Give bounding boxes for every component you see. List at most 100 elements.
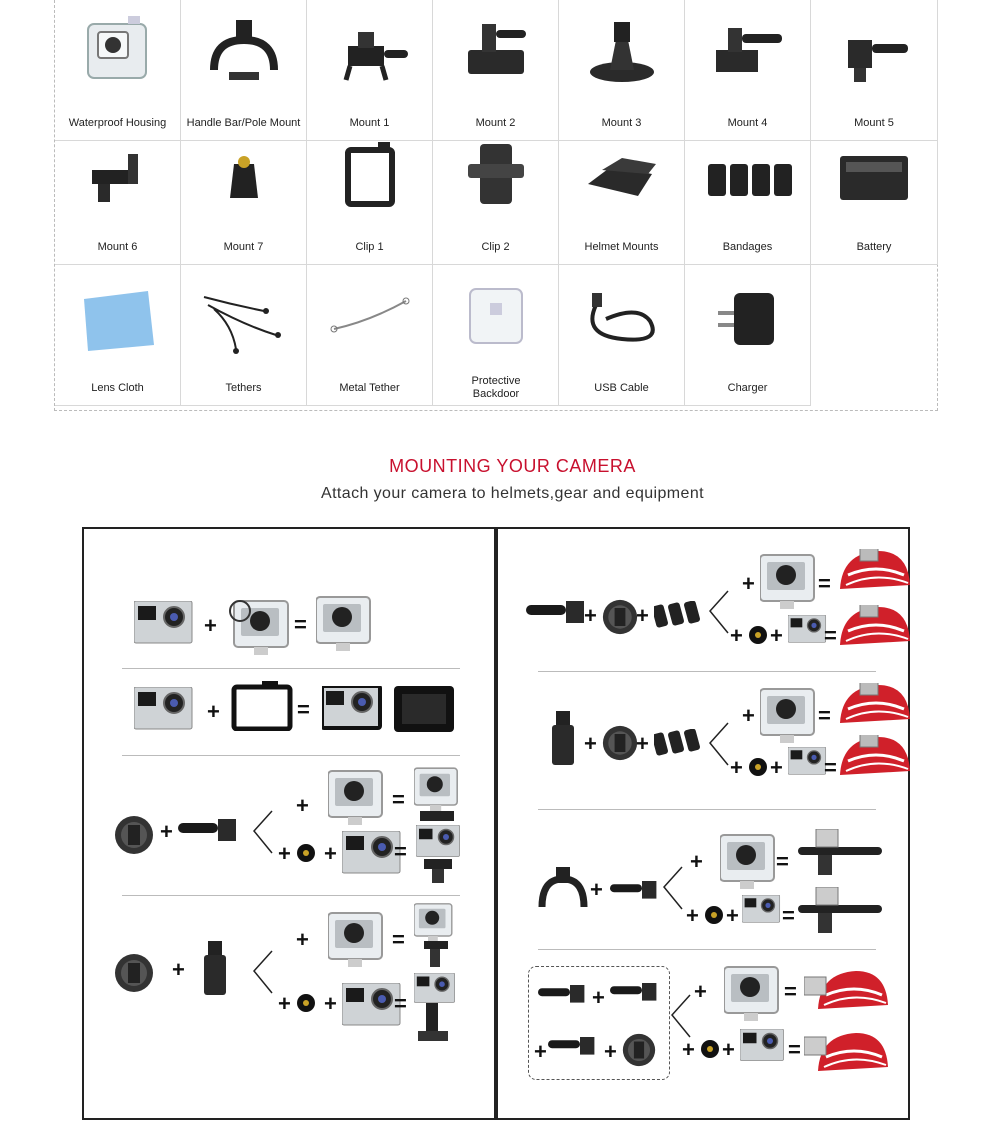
lens-cloth-icon <box>84 291 154 351</box>
clip-2-icon <box>468 144 524 204</box>
mount-2-icon <box>468 24 526 74</box>
equals-sign: = <box>776 849 789 874</box>
frame-back-icon <box>394 686 454 732</box>
accessory-usb-cable: USB Cable <box>559 265 685 406</box>
charger-icon <box>718 293 774 345</box>
mounted-housing-icon <box>414 903 453 967</box>
plus-sign: + <box>584 603 597 628</box>
plus-sign: + <box>604 1039 617 1064</box>
accessory-metal-tether: Metal Tether <box>307 265 433 406</box>
plus-sign: + <box>296 927 309 952</box>
accessory-clip-1: Clip 1 <box>307 124 433 265</box>
mounted-camera-icon <box>416 825 461 883</box>
accessory-lens-cloth: Lens Cloth <box>55 265 181 406</box>
pole-with-camera-icon <box>798 887 882 933</box>
adapter-nut-icon <box>749 758 767 776</box>
helmet-with-camera-icon <box>838 683 912 725</box>
equals-sign: = <box>824 623 837 648</box>
metal-tether-icon <box>330 297 410 333</box>
equals-sign: = <box>394 991 407 1016</box>
plus-sign: + <box>592 985 605 1010</box>
helmet-with-camera-icon <box>838 605 912 647</box>
adapter-nut-icon <box>701 1040 719 1058</box>
plus-sign: + <box>770 755 783 780</box>
divider <box>538 809 876 810</box>
plus-sign: + <box>770 623 783 648</box>
helmet-with-camera-icon <box>838 735 912 777</box>
accessory-label: Tethers <box>225 382 262 394</box>
accessory-label: Mount 2 <box>475 117 516 129</box>
accessory-label: Mount 3 <box>601 117 642 129</box>
plus-sign: + <box>694 979 707 1004</box>
camera-in-housing-icon <box>724 966 779 1022</box>
battery-icon <box>840 156 908 200</box>
divider <box>538 949 876 950</box>
bandages-icon <box>708 164 792 196</box>
mounting-diagram: + = + = + + = + + = <box>82 527 912 1120</box>
divider <box>538 671 876 672</box>
mount-combo-group <box>528 966 670 1080</box>
helmet-with-camera-icon <box>838 549 912 591</box>
helmet-with-camera-icon <box>804 1031 890 1073</box>
vertical-mount-icon <box>204 941 226 995</box>
accessory-mount-4: Mount 4 <box>685 0 811 141</box>
accessory-label: Mount 5 <box>854 117 894 129</box>
plus-sign: + <box>278 991 291 1016</box>
camera-in-housing-icon <box>328 770 383 826</box>
baseplate-icon <box>115 954 153 992</box>
camera-in-housing-icon <box>316 596 371 652</box>
equals-sign: = <box>818 571 831 596</box>
equals-sign: = <box>782 903 795 928</box>
adapter-nut-icon <box>705 906 723 924</box>
helmet-buckle-mount-icon <box>548 1037 595 1055</box>
accessory-label: Metal Tether <box>339 382 400 394</box>
accessory-label: Mount 4 <box>727 117 768 129</box>
accessory-label: Bandages <box>722 241 773 253</box>
bandages-icon <box>654 729 701 757</box>
camera-in-housing-icon <box>328 912 383 968</box>
plus-sign: + <box>690 849 703 874</box>
mounted-housing-icon <box>414 767 459 821</box>
accessory-battery: Battery <box>811 124 938 265</box>
accessory-mount-1: Mount 1 <box>307 0 433 141</box>
accessory-label: Helmet Mounts <box>584 241 659 253</box>
waterproof-housing-icon <box>229 600 289 655</box>
branch-bracket-icon <box>253 810 273 854</box>
camera-in-housing-icon <box>760 688 815 744</box>
accessory-mount-2: Mount 2 <box>433 0 559 141</box>
plus-sign: + <box>636 731 649 756</box>
adapter-nut-icon <box>297 844 315 862</box>
accessory-label: Charger <box>727 382 768 394</box>
accessory-helmet-mounts: Helmet Mounts <box>559 124 685 265</box>
branch-bracket-icon <box>709 722 729 766</box>
thumbscrew-mount-icon <box>538 985 585 1003</box>
branch-bracket-icon <box>253 950 273 994</box>
plus-sign: + <box>324 841 337 866</box>
waterproof-housing-icon <box>87 16 147 79</box>
pole-with-camera-icon <box>798 829 882 875</box>
plus-sign: + <box>172 957 185 982</box>
plus-sign: + <box>722 1037 735 1062</box>
plus-sign: + <box>726 903 739 928</box>
divider <box>122 755 460 756</box>
plus-sign: + <box>278 841 291 866</box>
plus-sign: + <box>636 603 649 628</box>
accessory-label: Lens Cloth <box>91 382 144 394</box>
accessory-mount-3: Mount 3 <box>559 0 685 141</box>
helmet-mounts-icon <box>588 158 656 196</box>
equals-sign: = <box>294 612 307 637</box>
plus-sign: + <box>730 623 743 648</box>
mount-4-icon <box>716 28 782 72</box>
equals-sign: = <box>824 755 837 780</box>
section-subtitle: Attach your camera to helmets,gear and e… <box>321 485 704 502</box>
equals-sign: = <box>818 703 831 728</box>
accessory-bandages: Bandages <box>685 124 811 265</box>
mount-5-icon <box>848 40 908 82</box>
accessory-mount-5: Mount 5 <box>811 0 938 141</box>
equals-sign: = <box>392 787 405 812</box>
accessory-empty-cell <box>811 265 938 406</box>
accessory-tethers: Tethers <box>181 265 307 406</box>
adapter-nut-icon <box>749 626 767 644</box>
accessory-label: USB Cable <box>594 382 649 394</box>
equals-sign: = <box>394 839 407 864</box>
